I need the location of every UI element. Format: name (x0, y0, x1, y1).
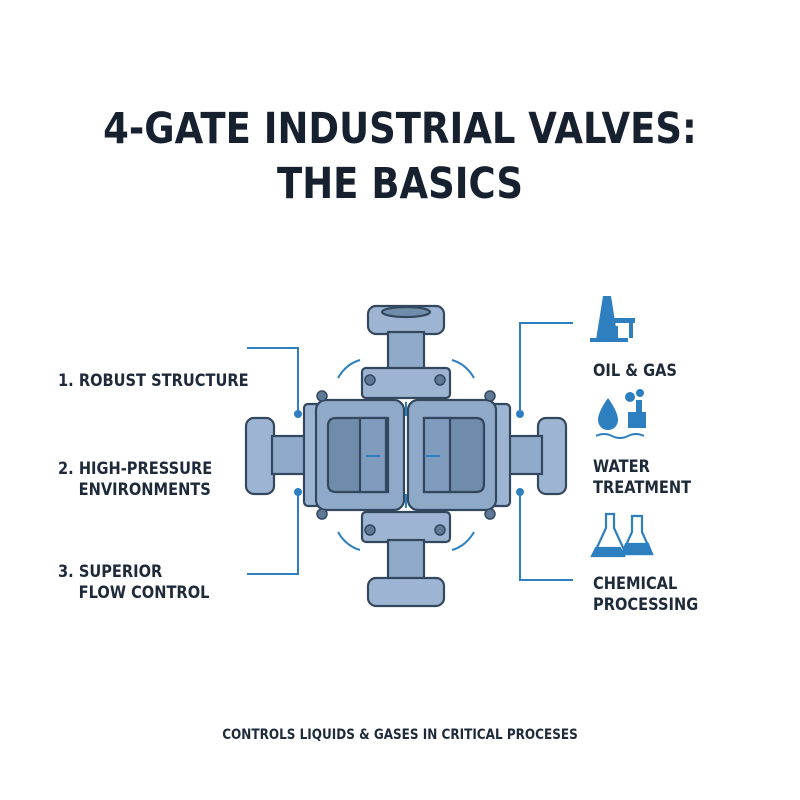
application-2-line2: TREATMENT (593, 478, 692, 498)
flow-arrows (337, 359, 475, 551)
water-treatment-icon (595, 389, 646, 439)
oil-derrick-icon (590, 296, 635, 342)
footer-caption: CONTROLS LIQUIDS & GASES IN CRITICAL PRO… (222, 727, 578, 743)
application-1-line1: OIL & GAS (593, 361, 677, 381)
feature-2-line2: ENVIRONMENTS (78, 480, 211, 500)
four-gate-valve (244, 304, 568, 608)
feature-robust-structure: 1. ROBUST STRUCTURE (58, 371, 249, 392)
application-3-line2: PROCESSING (593, 595, 699, 615)
right-callout-lines (516, 322, 573, 581)
feature-3-line2: FLOW CONTROL (78, 583, 210, 603)
left-callout-lines (247, 347, 302, 575)
application-oil-gas: OIL & GAS (593, 361, 677, 382)
application-2-line1: WATER (593, 457, 650, 477)
feature-3-line1: 3. SUPERIOR (58, 562, 163, 582)
chemical-flask-icon (590, 512, 654, 558)
feature-2-line1: 2. HIGH-PRESSURE (58, 459, 213, 479)
feature-flow-control: 3. SUPERIOR FLOW CONTROL (58, 562, 209, 604)
application-water-treatment: WATER TREATMENT (593, 457, 691, 499)
application-3-line1: CHEMICAL (593, 574, 678, 594)
feature-1-line1: 1. ROBUST STRUCTURE (58, 371, 249, 391)
title-line-2: THE BASICS (277, 159, 523, 209)
title-line-1: 4-GATE INDUSTRIAL VALVES: (103, 104, 697, 154)
feature-high-pressure: 2. HIGH-PRESSURE ENVIRONMENTS (58, 459, 212, 501)
application-chemical-processing: CHEMICAL PROCESSING (593, 574, 698, 616)
